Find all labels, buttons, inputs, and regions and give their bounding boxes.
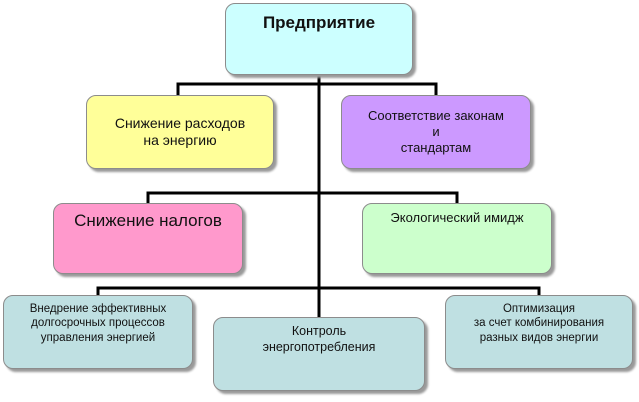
node-compliance-label: Соответствие законам и стандартам — [368, 107, 504, 156]
node-eco-image-label: Экологический имидж — [390, 210, 524, 225]
node-consumption-control-label: Контроль энергопотребления — [262, 324, 376, 354]
node-enterprise-label: Предприятие — [262, 13, 376, 32]
node-consumption-control: Контроль энергопотребления — [213, 317, 425, 391]
node-tax-reduction-label: Снижение налогов — [74, 211, 222, 230]
node-energy-management: Внедрение эффективных долгосрочных проце… — [3, 295, 193, 369]
node-optimization: Оптимизация за счет комбинирования разны… — [445, 295, 633, 369]
node-eco-image: Экологический имидж — [362, 203, 552, 274]
node-tax-reduction: Снижение налогов — [53, 203, 243, 274]
node-energy-management-label: Внедрение эффективных долгосрочных проце… — [29, 303, 167, 344]
node-compliance: Соответствие законам и стандартам — [341, 95, 531, 169]
node-optimization-label: Оптимизация за счет комбинирования разны… — [473, 303, 605, 344]
node-energy-cost-reduction: Снижение расходов на энергию — [86, 95, 274, 169]
node-energy-cost-reduction-label: Снижение расходов на энергию — [114, 114, 246, 149]
node-enterprise: Предприятие — [225, 3, 413, 75]
